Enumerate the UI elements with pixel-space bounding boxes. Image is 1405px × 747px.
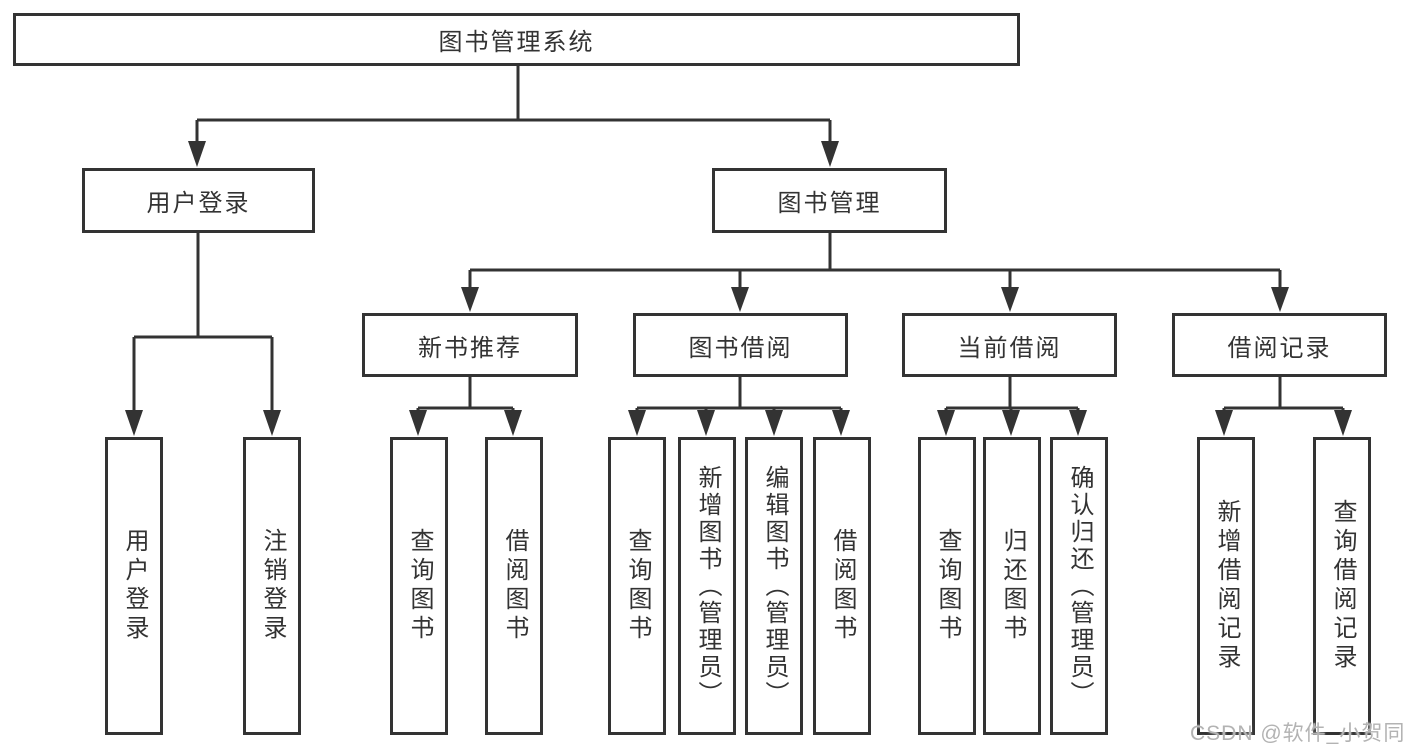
leaf-query-book-current: 查询图书 [918, 437, 976, 735]
leaf-query-book-borrow: 查询图书 [608, 437, 666, 735]
leaf-edit-book-admin: 编辑图书（管理员） [745, 437, 803, 735]
connector-user-login [125, 233, 281, 436]
node-book-borrow: 图书借阅 [633, 313, 848, 377]
node-new-book-recommend: 新书推荐 [362, 313, 578, 377]
leaf-add-book-admin: 新增图书（管理员） [678, 437, 736, 735]
leaf-user-login: 用户登录 [105, 437, 163, 735]
leaf-borrow-book-recommend: 借阅图书 [485, 437, 543, 735]
leaf-return-book: 归还图书 [983, 437, 1041, 735]
leaf-query-borrow-record: 查询借阅记录 [1313, 437, 1371, 735]
connector-current-borrow [937, 377, 1087, 436]
connector-borrow-records [1215, 377, 1352, 436]
connector-root [188, 66, 839, 167]
node-borrow-records: 借阅记录 [1172, 313, 1387, 377]
connector-new-book-recommend [409, 377, 522, 436]
connector-book-management [461, 233, 1289, 312]
node-book-management: 图书管理 [712, 168, 947, 233]
leaf-query-book-recommend: 查询图书 [390, 437, 448, 735]
leaf-logout-login: 注销登录 [243, 437, 301, 735]
leaf-confirm-return-admin: 确认归还（管理员） [1050, 437, 1108, 735]
node-user-login: 用户登录 [82, 168, 315, 233]
leaf-add-borrow-record: 新增借阅记录 [1197, 437, 1255, 735]
connector-book-borrow [628, 377, 850, 436]
watermark-text: CSDN @软件_小贺同学 [1190, 722, 1405, 745]
node-library-system: 图书管理系统 [13, 13, 1020, 66]
leaf-borrow-book-borrow: 借阅图书 [813, 437, 871, 735]
node-current-borrow: 当前借阅 [902, 313, 1117, 377]
